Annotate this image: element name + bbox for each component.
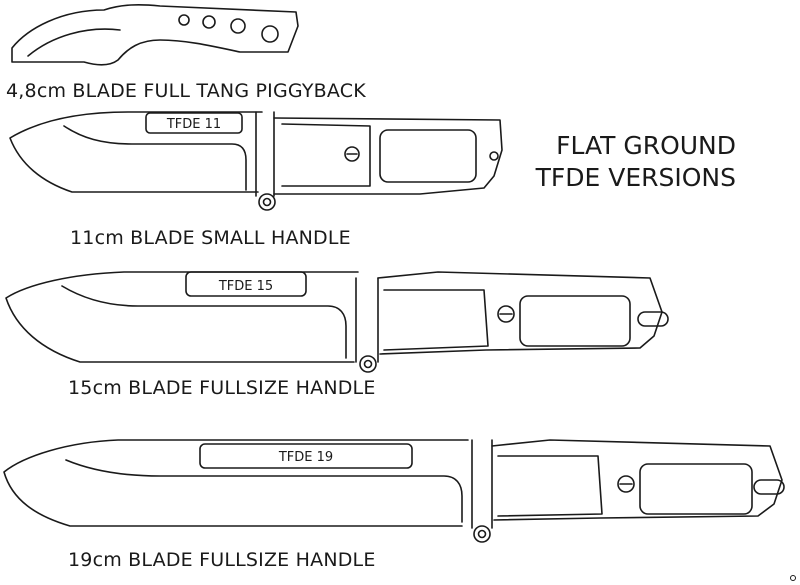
caption-piggyback: 4,8cm BLADE FULL TANG PIGGYBACK — [6, 80, 366, 102]
tfde-15-screw — [498, 306, 514, 322]
knife-tfde-15: TFDE 15 — [6, 272, 668, 372]
knife-tfde-19: TFDE 19 — [4, 440, 784, 542]
tfde-11-handle-outline — [274, 118, 502, 194]
piggyback-hole-2 — [203, 16, 215, 28]
tfde-15-grind-line — [62, 286, 346, 358]
corner-dot — [791, 576, 796, 581]
caption-tfde-11: 11cm BLADE SMALL HANDLE — [70, 227, 351, 249]
tfde-15-handle-inner — [384, 290, 488, 350]
caption-tfde-15: 15cm BLADE FULLSIZE HANDLE — [68, 377, 376, 399]
tfde-19-grind-line — [66, 460, 462, 522]
tfde-15-lanyard-ring — [360, 356, 376, 372]
piggyback-hole-4 — [262, 26, 278, 42]
piggyback-grind-line — [28, 29, 120, 56]
tfde-15-blade-outline — [6, 272, 358, 362]
tfde-11-guard — [256, 112, 274, 196]
tfde-19-lanyard-ring — [474, 526, 490, 542]
knife-tfde-11: TFDE 11 — [10, 112, 502, 210]
tfde-15-tag: TFDE 15 — [218, 279, 273, 294]
tfde-19-screw — [618, 476, 634, 492]
tfde-11-blade-outline — [10, 112, 262, 192]
tfde-11-lanyard-hole — [264, 199, 271, 206]
tfde-19-guard — [472, 440, 492, 528]
piggyback-outline — [12, 5, 298, 65]
tfde-11-screw — [345, 147, 359, 161]
tfde-19-handle-inner — [498, 456, 602, 516]
tfde-19-tag: TFDE 19 — [278, 450, 333, 465]
tfde-19-blade-outline — [4, 440, 468, 526]
tfde-15-pommel-slot — [638, 312, 668, 326]
caption-tfde-19: 19cm BLADE FULLSIZE HANDLE — [68, 549, 376, 571]
tfde-15-tag-box — [186, 272, 306, 296]
tfde-15-guard — [356, 278, 378, 362]
tfde-11-grind-line — [64, 126, 246, 190]
tfde-19-handle-outline — [492, 440, 782, 520]
tfde-11-handle-inner — [282, 124, 370, 186]
tfde-19-pommel-slot — [754, 480, 784, 494]
tfde-19-scale-window — [640, 464, 752, 514]
tfde-11-tag-box — [146, 113, 242, 133]
tfde-11-scale-window — [380, 130, 476, 182]
tfde-19-tag-box — [200, 444, 412, 468]
tfde-11-pommel-hole — [490, 152, 498, 160]
tfde-19-lanyard-hole — [479, 531, 486, 538]
heading-line-1: FLAT GROUND — [556, 131, 736, 160]
heading-line-2: TFDE VERSIONS — [535, 163, 736, 192]
piggyback-hole-3 — [231, 19, 245, 33]
diagram-heading: FLAT GROUND TFDE VERSIONS — [536, 130, 736, 194]
tfde-11-lanyard-ring — [259, 194, 275, 210]
tfde-11-tag: TFDE 11 — [166, 117, 221, 132]
knife-piggyback — [12, 5, 298, 65]
tfde-15-lanyard-hole — [365, 361, 372, 368]
piggyback-hole-1 — [179, 15, 189, 25]
tfde-15-scale-window — [520, 296, 630, 346]
tfde-15-handle-outline — [378, 272, 662, 354]
